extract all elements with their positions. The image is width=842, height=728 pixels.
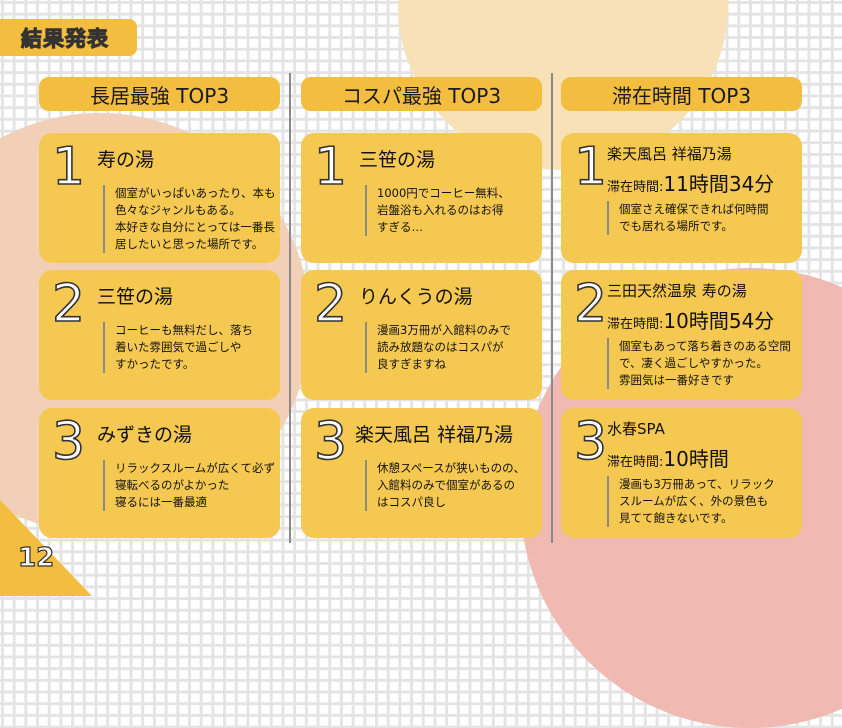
comment: 個室もあって落ち着きのある空間 で、凄く過ごしやすかった。 雰囲気は一番好きです (607, 338, 791, 389)
comment: 1000円でコーヒー無料、 岩盤浴も入れるのはお得 すぎる… (365, 185, 510, 236)
comment: 個室がいっぱいあったり、本も 色々なジャンルもある。 本好きな自分にとっては一番… (103, 185, 276, 253)
rank-number: 1 (313, 137, 348, 197)
comment: コーヒーも無料だし、落ち 着いた雰囲気で過ごしや すかったです。 (103, 322, 253, 373)
comment: 漫画3万冊が入館料のみで 読み放題なのはコスパが 良すぎますね (365, 322, 511, 373)
stay-time: 滞在時間:10時間54分 (607, 305, 774, 334)
stay-time: 滞在時間:11時間34分 (607, 168, 774, 197)
ranking-card: 3 みずきの湯 リラックスルームが広くて必ず 寝転べるのがよかった 寝るには一番… (39, 408, 280, 538)
facility-name: 三笹の湯 (97, 286, 174, 308)
facility-name: 楽天風呂 祥福乃湯 (355, 424, 514, 446)
stay-time-label: 滞在時間: (607, 317, 664, 332)
column-divider (289, 73, 291, 543)
ranking-card: 2 三笹の湯 コーヒーも無料だし、落ち 着いた雰囲気で過ごしや すかったです。 (39, 270, 280, 400)
stay-time-label: 滞在時間: (607, 455, 664, 470)
rank-number: 1 (51, 137, 86, 197)
ranking-card: 2 りんくうの湯 漫画3万冊が入館料のみで 読み放題なのはコスパが 良すぎますね (301, 270, 542, 400)
rank-number: 3 (573, 412, 608, 472)
stay-time: 滞在時間:10時間 (607, 443, 729, 472)
column-header-cost-performance: コスパ最強 TOP3 (301, 77, 542, 111)
rank-number: 3 (313, 412, 348, 472)
comment: 休憩スペースが狭いものの、 入館料のみで個室があるの はコスパ良し (365, 460, 525, 511)
column-divider (551, 73, 553, 543)
comment: リラックスルームが広くて必ず 寝転べるのがよかった 寝るには一番最適 (103, 460, 275, 511)
facility-name: 寿の湯 (97, 149, 155, 171)
rank-number: 3 (51, 412, 86, 472)
facility-name: 三田天然温泉 寿の湯 (607, 282, 747, 300)
column-header-long-stay: 長居最強 TOP3 (39, 77, 280, 111)
page-title: 結果発表 (21, 26, 109, 51)
stay-time-label: 滞在時間: (607, 180, 664, 195)
facility-name: みずきの湯 (97, 424, 193, 446)
page-title-tab: 結果発表 (0, 19, 137, 56)
facility-name: 楽天風呂 祥福乃湯 (607, 145, 732, 163)
facility-name: りんくうの湯 (359, 286, 473, 308)
facility-name: 三笹の湯 (359, 149, 436, 171)
column-header-stay-time: 滞在時間 TOP3 (561, 77, 802, 111)
ranking-card: 1 楽天風呂 祥福乃湯 滞在時間:11時間34分 個室さえ確保できれば何時間 で… (561, 133, 802, 263)
stay-time-value: 11時間34分 (663, 172, 775, 196)
rank-number: 2 (51, 274, 86, 334)
rank-number: 2 (313, 274, 348, 334)
comment: 個室さえ確保できれば何時間 でも居れる場所です。 (607, 201, 769, 235)
page-number: 12 (17, 542, 55, 573)
ranking-card: 3 水春SPA 滞在時間:10時間 漫画も3万冊あって、リラック スルームが広く… (561, 408, 802, 538)
rank-number: 1 (573, 137, 608, 197)
ranking-card: 1 寿の湯 個室がいっぱいあったり、本も 色々なジャンルもある。 本好きな自分に… (39, 133, 280, 263)
stay-time-value: 10時間54分 (663, 309, 775, 333)
comment: 漫画も3万冊あって、リラック スルームが広く、外の景色も 見てて飽きないです。 (607, 476, 775, 527)
ranking-card: 2 三田天然温泉 寿の湯 滞在時間:10時間54分 個室もあって落ち着きのある空… (561, 270, 802, 400)
stay-time-value: 10時間 (663, 447, 729, 471)
rank-number: 2 (573, 274, 608, 334)
facility-name: 水春SPA (607, 420, 665, 438)
ranking-card: 1 三笹の湯 1000円でコーヒー無料、 岩盤浴も入れるのはお得 すぎる… (301, 133, 542, 263)
ranking-card: 3 楽天風呂 祥福乃湯 休憩スペースが狭いものの、 入館料のみで個室があるの は… (301, 408, 542, 538)
